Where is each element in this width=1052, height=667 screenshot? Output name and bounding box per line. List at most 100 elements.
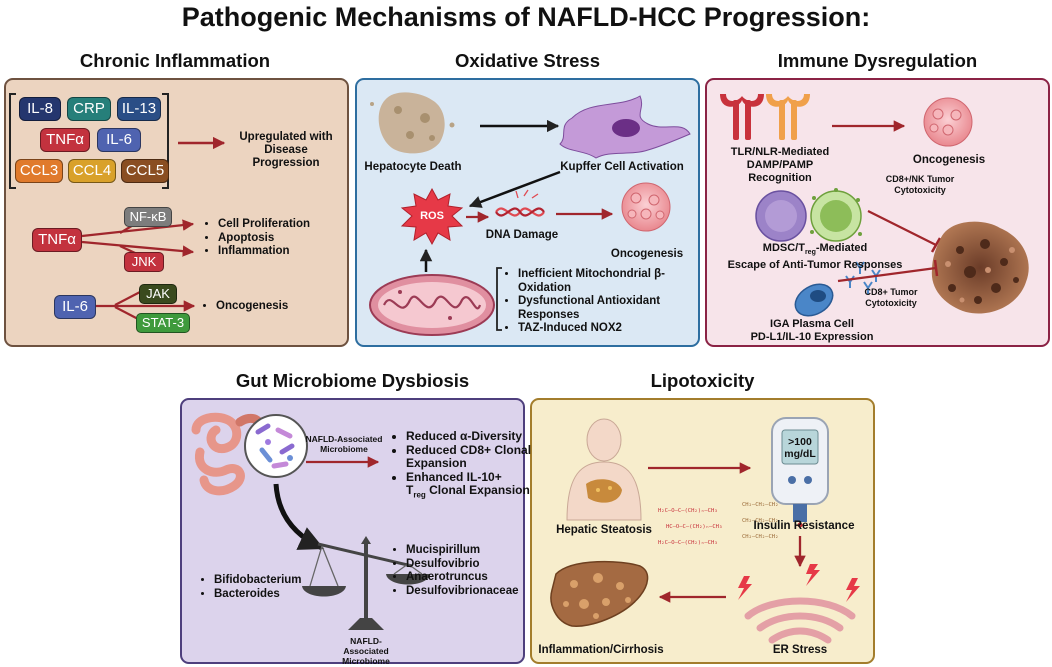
effect-antioxidant: Dysfunctional Antioxidant Responses <box>518 295 694 322</box>
mdsc-cell-icon <box>755 190 807 242</box>
node-stat3: STAT-3 <box>136 313 190 333</box>
figure-title: Pathogenic Mechanisms of NAFLD-HCC Progr… <box>181 2 871 32</box>
cytokine-crp: CRP <box>67 97 111 121</box>
section-title-oxidative-stress: Oxidative Stress <box>455 50 600 71</box>
arrow-to-scale <box>273 483 325 551</box>
tumor-mass-icon <box>931 221 1029 314</box>
label-cd8-nk-cytotoxicity: CD8+/NK Tumor Cytotoxicity <box>885 174 955 195</box>
cytokine-il8: IL-8 <box>19 97 61 121</box>
svg-text:HC–O–C–(CH₂)ₙ–CH₃: HC–O–C–(CH₂)ₙ–CH₃ <box>666 524 722 530</box>
treg-cell-icon <box>810 188 862 242</box>
list-left-taxa: Bifidobacterium Bacteroides <box>200 574 302 601</box>
mdsc-prefix: MDSC/T <box>762 242 805 254</box>
taxon-anaerotruncus: Anaerotruncus <box>406 571 518 585</box>
mdsc-line2: Escape of Anti-Tumor Responses <box>727 259 903 272</box>
cytokine-ccl5: CCL5 <box>121 159 169 183</box>
effect-cell-proliferation: Cell Proliferation <box>218 218 310 232</box>
tumor-cells-icon-immune <box>923 97 973 147</box>
effect-reduced-cd8: Reduced CD8+ Clonal Expansion <box>406 443 534 471</box>
balance-scale-icon <box>302 536 430 630</box>
mdsc-sub: reg <box>804 249 816 257</box>
arrows-il6-pathway <box>96 290 196 322</box>
receptor-icon-orange <box>766 94 810 140</box>
label-inflammation-cirrhosis: Inflammation/Cirrhosis <box>538 644 664 656</box>
tumor-cells-icon <box>621 182 671 232</box>
label-hepatic-steatosis: Hepatic Steatosis <box>556 524 652 536</box>
cytokine-bracket <box>9 93 169 189</box>
cirrhotic-liver-icon <box>550 560 649 627</box>
receptor-icon-red <box>720 94 764 140</box>
effect-taz-nox2: TAZ-Induced NOX2 <box>518 322 694 336</box>
effect-mito-oxidation: Inefficient Mitochondrial β-Oxidation <box>518 268 694 295</box>
list-microbiome-effects: Reduced α-Diversity Reduced CD8+ Clonal … <box>392 429 534 502</box>
inhibit-bar-cd8 <box>933 259 939 277</box>
node-il6: IL-6 <box>54 295 96 319</box>
taxon-bacteroides: Bacteroides <box>214 588 302 602</box>
taxon-desulfovibrionaceae: Desulfovibrionaceae <box>406 585 518 599</box>
effect3-t: T <box>406 483 414 497</box>
mitochondria-icon <box>369 274 495 336</box>
triglyceride-structure-icon: H₂C–O–C–(CH₂)ₙ–CH₃ HC–O–C–(CH₂)ₙ–CH₃ H₂C… <box>658 502 778 546</box>
node-nfkb: NF-κB <box>124 207 172 227</box>
label-upregulated: Upregulated with Disease Progression <box>239 131 333 169</box>
cytokine-il13: IL-13 <box>117 97 161 121</box>
taxon-desulfovibrio: Desulfovibrio <box>406 558 518 572</box>
label-mdsc-treg: MDSC/Treg-Mediated Escape of Anti-Tumor … <box>720 242 910 272</box>
svg-text:CH₂–CH₂–CH₂: CH₂–CH₂–CH₂ <box>742 518 778 524</box>
glucometer-icon <box>771 417 829 528</box>
lightning-icons <box>738 564 860 602</box>
inhibit-line-cd8 <box>837 266 937 283</box>
effect-apoptosis: Apoptosis <box>218 232 310 246</box>
ros-burst-icon <box>400 187 464 246</box>
effect3-sub: reg <box>413 490 426 500</box>
inhibit-bar-cd8nk <box>930 237 942 253</box>
label-oncogenesis-oxidative: Oncogenesis <box>610 248 684 260</box>
mdsc-suffix: -Mediated <box>815 242 868 254</box>
cytokine-ccl3: CCL3 <box>15 159 63 183</box>
section-title-gut-microbiome: Gut Microbiome Dysbiosis <box>235 370 470 391</box>
svg-text:H₂C–O–C–(CH₂)ₙ–CH₃: H₂C–O–C–(CH₂)ₙ–CH₃ <box>658 508 718 514</box>
bacteria-icons <box>255 423 295 469</box>
section-title-immune-dysregulation: Immune Dysregulation <box>777 50 978 71</box>
label-oncogenesis-immune: Oncogenesis <box>912 154 986 166</box>
effect3-suffix: Clonal Expansion <box>429 483 530 497</box>
label-insulin-resistance: Insulin Resistance <box>753 520 855 532</box>
svg-text:CH₂–CH₂–CH₂: CH₂–CH₂–CH₂ <box>742 534 778 540</box>
list-mito-effects: Inefficient Mitochondrial β-Oxidation Dy… <box>504 268 694 336</box>
effect-reduced-diversity: Reduced α-Diversity <box>406 429 534 444</box>
svg-text:H₂C–O–C–(CH₂)ₙ–CH₃: H₂C–O–C–(CH₂)ₙ–CH₃ <box>658 540 718 546</box>
cytokine-il6: IL-6 <box>97 128 141 152</box>
label-dna-damage: DNA Damage <box>485 229 559 241</box>
antibody-icons <box>845 261 881 294</box>
effect3-prefix: Enhanced IL-10+ <box>406 469 502 484</box>
label-er-stress: ER Stress <box>772 644 828 656</box>
effect-oncogenesis-il6: Oncogenesis <box>216 300 288 314</box>
mito-bracket <box>496 267 502 331</box>
list-right-taxa: Mucispirillum Desulfovibrio Anaerotruncu… <box>392 544 518 598</box>
label-hepatocyte-death: Hepatocyte Death <box>364 161 462 173</box>
label-kupffer-activation: Kupffer Cell Activation <box>560 161 684 173</box>
human-body-icon <box>566 418 642 521</box>
label-nafld-microbiome-bottom: NAFLD-Associated Microbiome <box>342 636 390 666</box>
node-jnk: JNK <box>124 252 164 272</box>
list-il6-effects: Oncogenesis <box>202 300 288 314</box>
node-tnfa: TNFα <box>32 228 82 252</box>
list-tnf-effects: Cell Proliferation Apoptosis Inflammatio… <box>204 218 310 259</box>
effect-enhanced-il10: Enhanced IL-10+ Treg Clonal Expansion <box>406 469 534 502</box>
arrow-kupffer-to-ros <box>468 170 561 208</box>
iga-plasma-cell-icon <box>794 283 834 317</box>
section-title-chronic-inflammation: Chronic Inflammation <box>79 50 271 71</box>
taxon-bifidobacterium: Bifidobacterium <box>214 574 302 588</box>
taxon-mucispirillum: Mucispirillum <box>406 544 518 558</box>
label-cd8-cytotoxicity: CD8+ Tumor Cytotoxicity <box>864 287 918 308</box>
cytokine-ccl4: CCL4 <box>68 159 116 183</box>
inhibit-line-cd8nk <box>867 209 937 247</box>
svg-text:CH₂–CH₂–CH₂: CH₂–CH₂–CH₂ <box>742 502 778 508</box>
node-jak: JAK <box>139 284 177 304</box>
label-pdl1-il10: PD-L1/IL-10 Expression <box>750 331 874 343</box>
kupffer-cell-icon <box>559 95 691 159</box>
label-nafld-microbiome-top: NAFLD-Associated Microbiome <box>305 434 383 454</box>
er-membrane-icon <box>744 597 856 644</box>
label-ros: ROS <box>420 210 444 222</box>
